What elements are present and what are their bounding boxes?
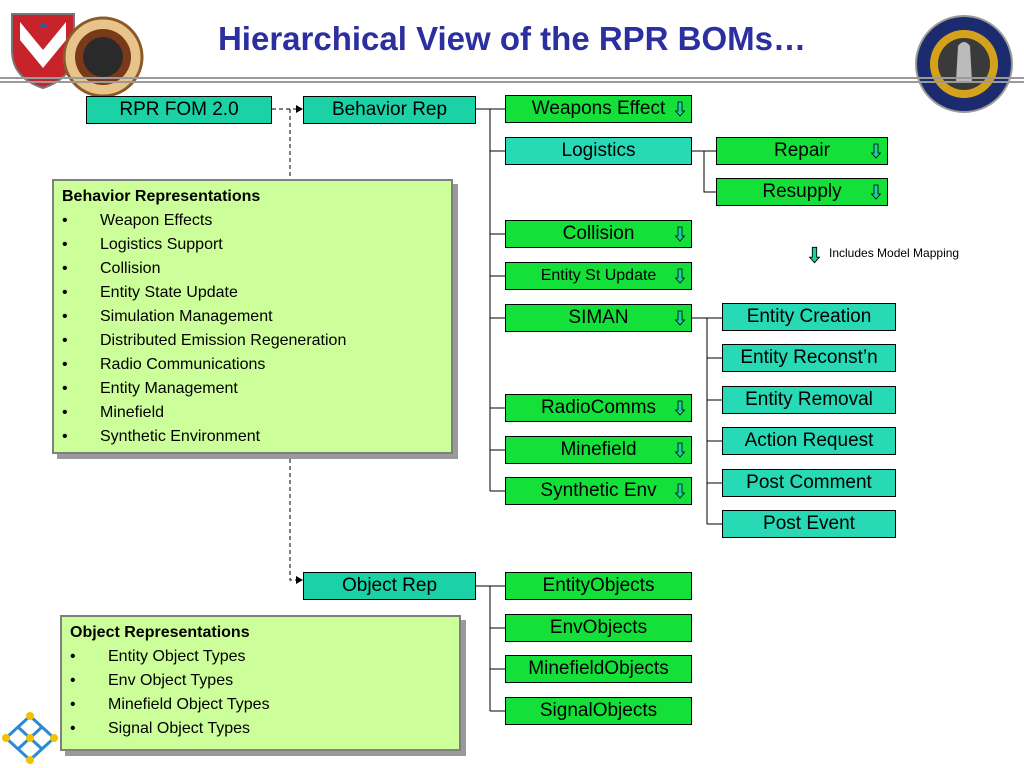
behavior-child-label: Logistics bbox=[561, 140, 636, 161]
behavior-child-label: Minefield bbox=[560, 439, 637, 460]
radiocomms-box: RadioComms bbox=[505, 394, 692, 422]
object-child-label: EnvObjects bbox=[549, 617, 648, 638]
entity-reconstn-box: Entity Reconst’n bbox=[722, 344, 896, 372]
envobjects-box: EnvObjects bbox=[505, 614, 692, 642]
behavior-child-label: RadioComms bbox=[540, 397, 657, 418]
down-arrow-icon bbox=[675, 483, 685, 499]
stc-seal-icon bbox=[915, 15, 1013, 113]
entity-removal-box: Entity Removal bbox=[722, 386, 896, 414]
list-item: Radio Communications bbox=[62, 353, 443, 377]
siman-child-label: Post Comment bbox=[746, 472, 872, 493]
minefieldobjects-box: MinefieldObjects bbox=[505, 655, 692, 683]
rpr-fom-box: RPR FOM 2.0 bbox=[86, 96, 272, 124]
down-arrow-icon bbox=[675, 442, 685, 458]
list-item: Weapon Effects bbox=[62, 209, 443, 233]
object-child-label: EntityObjects bbox=[542, 575, 655, 596]
list-item: Logistics Support bbox=[62, 233, 443, 257]
down-arrow-icon bbox=[675, 400, 685, 416]
rpr-fom-label: RPR FOM 2.0 bbox=[119, 99, 239, 120]
list-item: Minefield Object Types bbox=[70, 693, 451, 717]
logistics-child-label: Repair bbox=[774, 140, 830, 161]
object-rep-label: Object Rep bbox=[341, 575, 438, 596]
header-divider bbox=[0, 81, 1024, 83]
list-item: Signal Object Types bbox=[70, 717, 451, 741]
object-child-label: SignalObjects bbox=[539, 700, 658, 721]
down-arrow-icon bbox=[675, 101, 685, 117]
behavior-representations-panel: Behavior Representations Weapon Effects … bbox=[52, 179, 453, 454]
legend-text: Includes Model Mapping bbox=[829, 246, 960, 260]
behavior-child-label: Collision bbox=[562, 223, 635, 244]
post-event-box: Post Event bbox=[722, 510, 896, 538]
object-representations-panel: Object Representations Entity Object Typ… bbox=[60, 615, 461, 751]
list-item: Env Object Types bbox=[70, 669, 451, 693]
behavior-child-label: Synthetic Env bbox=[540, 480, 657, 501]
down-arrow-icon bbox=[675, 268, 685, 284]
list-item: Minefield bbox=[62, 401, 443, 425]
siman-child-label: Entity Removal bbox=[745, 389, 873, 410]
list-item: Entity State Update bbox=[62, 281, 443, 305]
collision-box: Collision bbox=[505, 220, 692, 248]
logistics-child-label: Resupply bbox=[762, 181, 842, 202]
minefield-box: Minefield bbox=[505, 436, 692, 464]
down-arrow-icon bbox=[871, 143, 881, 159]
behavior-rep-box: Behavior Rep bbox=[303, 96, 476, 124]
entity-creation-box: Entity Creation bbox=[722, 303, 896, 331]
rdecom-seal-icon bbox=[62, 16, 144, 98]
object-child-label: MinefieldObjects bbox=[528, 658, 669, 679]
list-item: Collision bbox=[62, 257, 443, 281]
down-arrow-icon bbox=[809, 246, 820, 264]
repair-box: Repair bbox=[716, 137, 888, 165]
behavior-rep-label: Behavior Rep bbox=[331, 99, 448, 120]
entity-state-update-box: Entity St Update bbox=[505, 262, 692, 290]
network-logo-icon bbox=[2, 712, 58, 764]
entityobjects-box: EntityObjects bbox=[505, 572, 692, 600]
panel-heading: Behavior Representations bbox=[62, 188, 261, 205]
siman-child-label: Post Event bbox=[763, 513, 855, 534]
logistics-box: Logistics bbox=[505, 137, 692, 165]
weapons-effect-box: Weapons Effect bbox=[505, 95, 692, 123]
header-divider bbox=[0, 77, 1024, 79]
siman-child-label: Action Request bbox=[744, 430, 874, 451]
signalobjects-box: SignalObjects bbox=[505, 697, 692, 725]
down-arrow-icon bbox=[675, 310, 685, 326]
action-request-box: Action Request bbox=[722, 427, 896, 455]
behavior-child-label: Entity St Update bbox=[540, 267, 657, 284]
down-arrow-icon bbox=[871, 184, 881, 200]
synthetic-env-box: Synthetic Env bbox=[505, 477, 692, 505]
siman-child-label: Entity Creation bbox=[746, 306, 872, 327]
post-comment-box: Post Comment bbox=[722, 469, 896, 497]
siman-child-label: Entity Reconst’n bbox=[740, 347, 878, 368]
behavior-child-label: Weapons Effect bbox=[531, 98, 666, 119]
behavior-child-label: SIMAN bbox=[568, 307, 629, 328]
panel-heading: Object Representations bbox=[70, 624, 250, 641]
down-arrow-icon bbox=[675, 226, 685, 242]
page-title: Hierarchical View of the RPR BOMs… bbox=[217, 20, 807, 57]
army-logo bbox=[11, 13, 75, 90]
object-rep-box: Object Rep bbox=[303, 572, 476, 600]
list-item: Distributed Emission Regeneration bbox=[62, 329, 443, 353]
list-item: Entity Management bbox=[62, 377, 443, 401]
resupply-box: Resupply bbox=[716, 178, 888, 206]
list-item: Entity Object Types bbox=[70, 645, 451, 669]
list-item: Synthetic Environment bbox=[62, 425, 443, 449]
list-item: Simulation Management bbox=[62, 305, 443, 329]
siman-box: SIMAN bbox=[505, 304, 692, 332]
